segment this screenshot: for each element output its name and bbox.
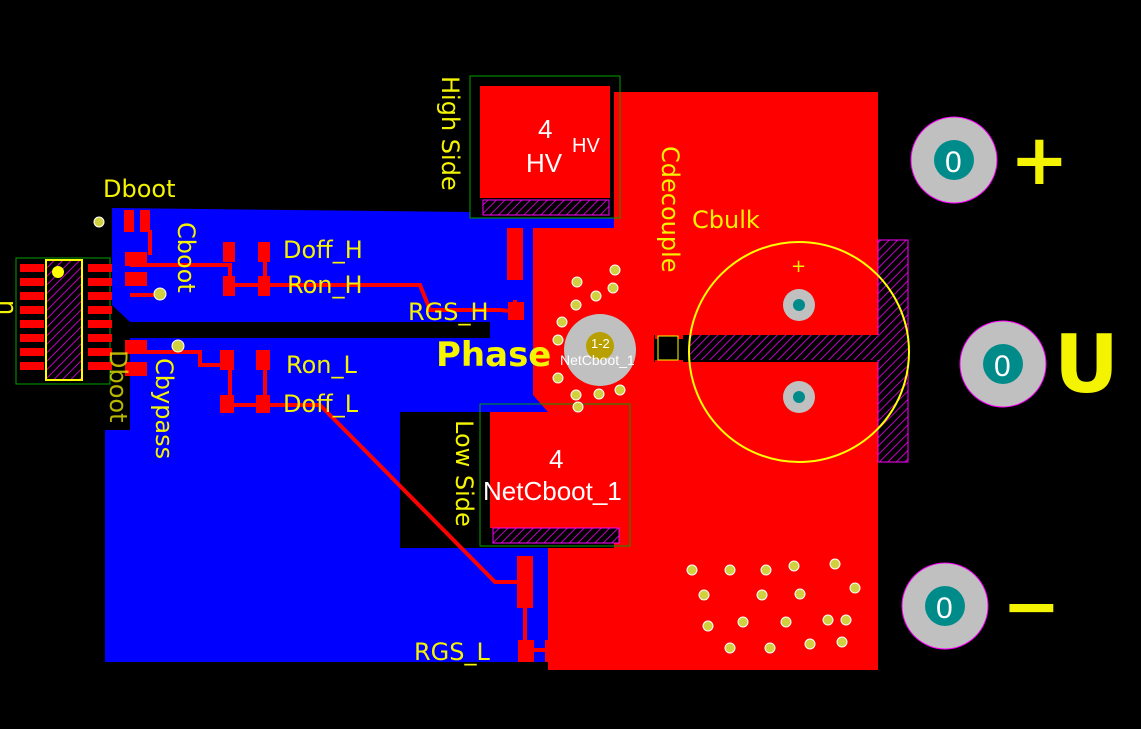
gate-driver-ic — [15, 257, 112, 385]
phase-net-name: NetCboot_1 — [560, 352, 635, 368]
label-cbypass: Cbypass — [150, 358, 178, 459]
via-array — [93, 216, 861, 654]
pad-text-layer: 4 HV HV 4 NetCboot_1 1-2 NetCboot_1 0 0 … — [483, 114, 1011, 625]
label-dboot: Dboot — [103, 175, 176, 203]
label-phase: Phase — [436, 335, 551, 375]
hs-net-name-small: HV — [572, 135, 600, 157]
high-side-gate-pour — [112, 208, 628, 322]
hs-pin-number: 4 — [538, 114, 552, 144]
label-terminal-minus: − — [1002, 565, 1061, 647]
label-cbulk: Cbulk — [692, 206, 760, 234]
label-cboot: Cboot — [172, 222, 200, 293]
phase-pin-number: 1-2 — [591, 336, 610, 351]
label-doff-l: Doff_L — [283, 390, 359, 418]
phase-pour-link — [400, 338, 490, 412]
label-dboot-bottom: Dboot — [104, 350, 132, 423]
label-low-side: Low Side — [450, 420, 478, 527]
label-ron-h: Ron_H — [287, 271, 363, 299]
label-ron-l: Ron_L — [286, 351, 357, 379]
smd-pads — [124, 210, 683, 662]
high-side-fet-tab — [480, 86, 610, 198]
label-doff-h: Doff_H — [283, 236, 363, 264]
cdecouple-body — [657, 335, 679, 361]
terminal-u-number: 0 — [994, 350, 1011, 383]
silkscreen-layer: Dboot Cboot Doff_H Ron_H RGS_H Ron_L Dof… — [0, 76, 1119, 666]
terminal-minus-number: 0 — [936, 592, 953, 625]
ls-net-name: NetCboot_1 — [483, 476, 622, 506]
label-cbulk-plus: + — [791, 256, 806, 277]
label-rgs-h: RGS_H — [408, 298, 489, 326]
label-cdecouple: Cdecouple — [656, 146, 684, 273]
label-rgs-l: RGS_L — [414, 638, 491, 666]
mosfet-outlines — [469, 75, 631, 547]
hs-net-name: HV — [526, 148, 563, 178]
label-terminal-plus: + — [1010, 119, 1069, 201]
label-terminal-u: U — [1054, 318, 1119, 411]
low-side-fet-tab — [490, 412, 620, 528]
terminal-plus-number: 0 — [945, 146, 962, 179]
label-edge: n — [0, 300, 22, 315]
hv-rail-pour — [614, 92, 878, 335]
terminal-pads — [901, 116, 1047, 650]
cbulk-body — [688, 239, 910, 463]
ls-pin-number: 4 — [549, 444, 563, 474]
label-high-side: High Side — [436, 76, 464, 191]
low-side-gate-pour — [105, 338, 548, 662]
phase-center-pad — [564, 314, 636, 386]
cbulk-pins — [783, 289, 815, 413]
gate-traces — [130, 230, 548, 652]
